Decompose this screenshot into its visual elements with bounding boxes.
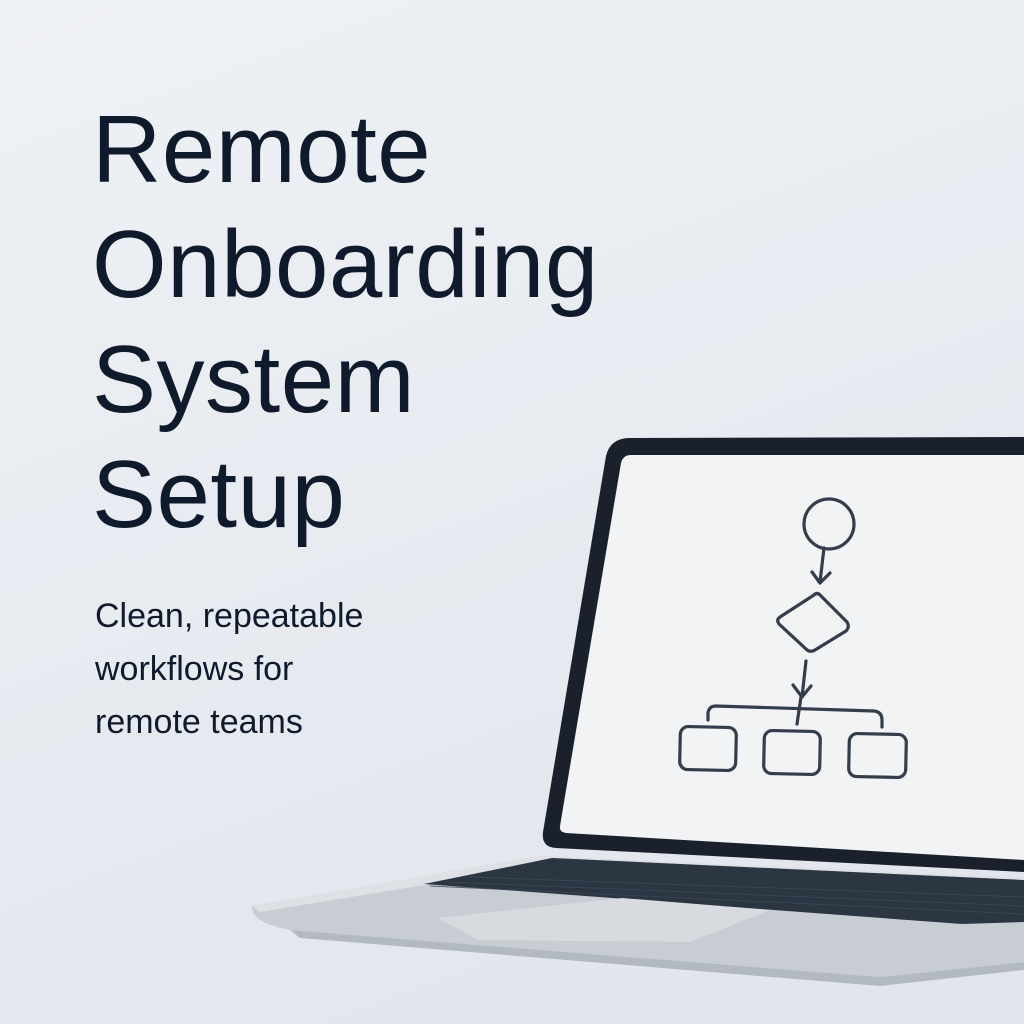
title-line: Onboarding (92, 211, 599, 318)
title-line: Setup (92, 441, 346, 548)
keyboard (424, 858, 1024, 924)
title-line: System (92, 326, 416, 433)
subtitle-line: remote teams (95, 703, 303, 741)
keyboard-keys (429, 876, 1024, 915)
child-node-icon (678, 724, 738, 773)
branch-connector-icon (706, 695, 884, 729)
start-node-icon (802, 497, 856, 551)
child-node-icon (847, 731, 908, 780)
page-title: Remote Onboarding System Setup (92, 92, 599, 552)
child-node-icon (762, 728, 822, 777)
flowchart-icon (678, 497, 908, 780)
laptop-screen (559, 455, 1024, 860)
subtitle-line: workflows for (95, 650, 294, 688)
decision-node-icon (776, 591, 850, 653)
trackpad (438, 898, 770, 942)
subtitle-line: Clean, repeatable (95, 597, 364, 635)
title-line: Remote (92, 96, 432, 203)
arrow-down-icon (810, 546, 832, 585)
subtitle: Clean, repeatable workflows for remote t… (95, 590, 363, 749)
